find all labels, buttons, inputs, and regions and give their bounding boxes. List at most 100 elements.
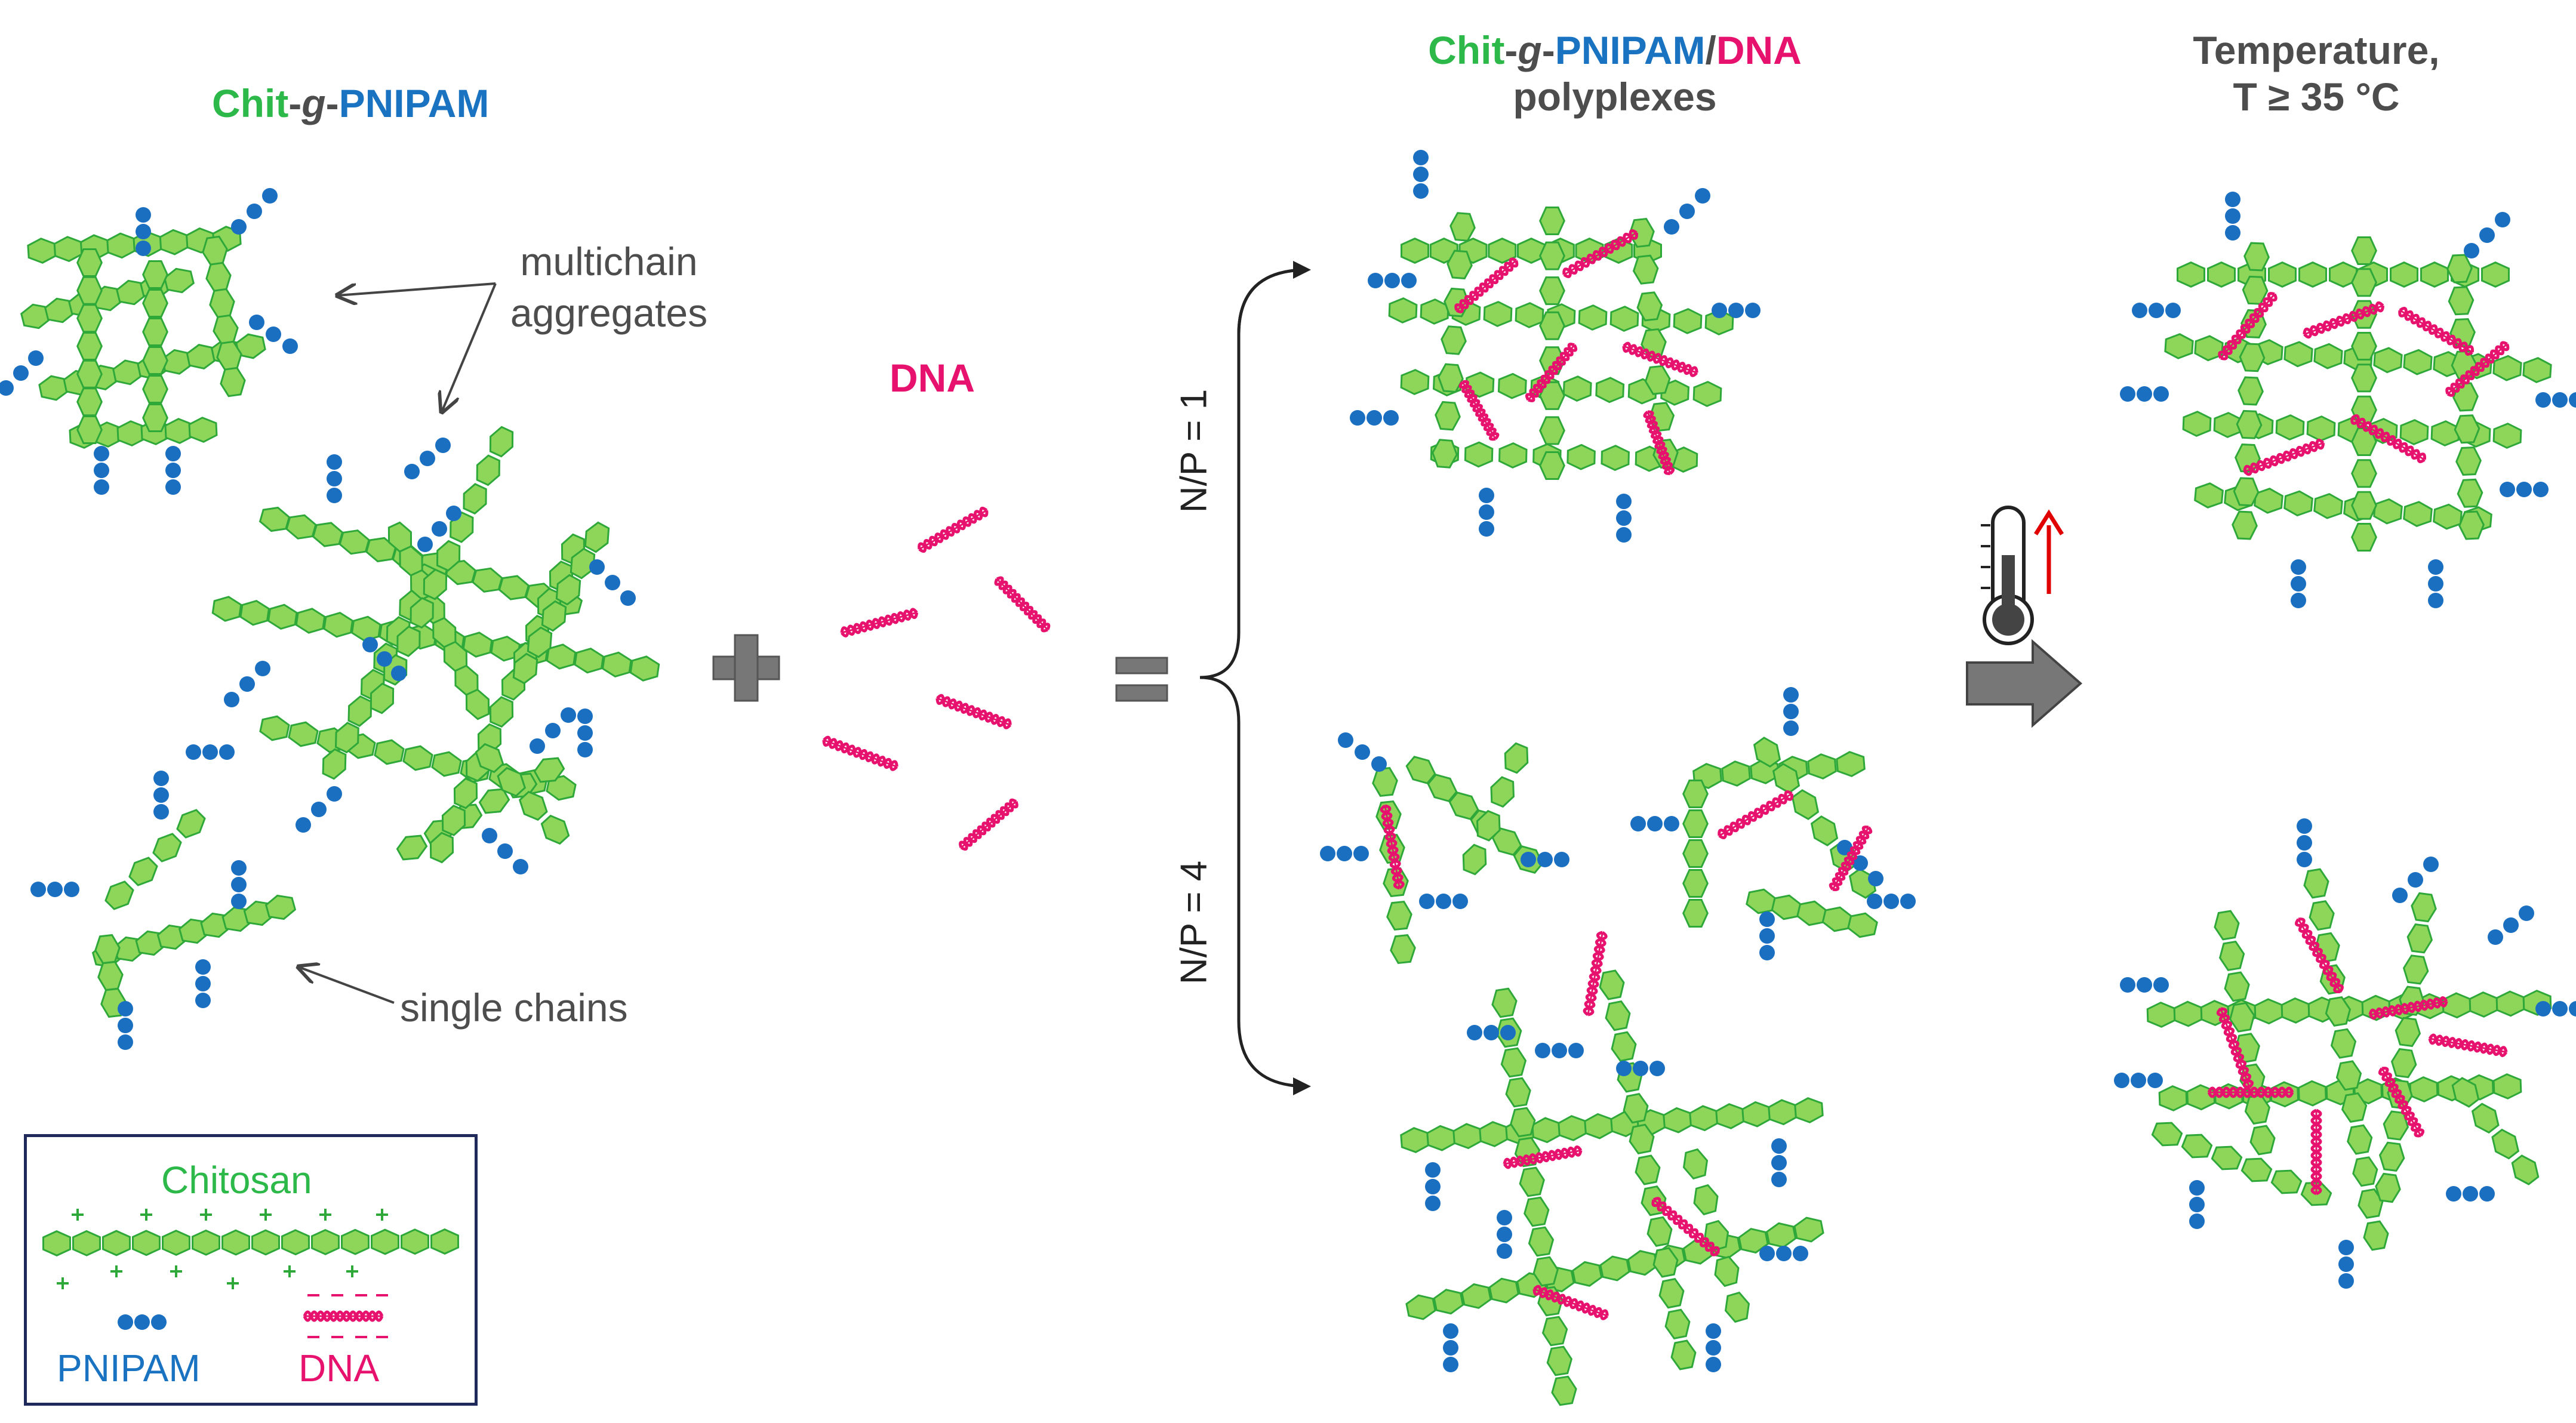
heated-polyplex-np4 bbox=[2114, 818, 2576, 1289]
pnipam-chain bbox=[482, 828, 528, 874]
dna-helix bbox=[1718, 790, 1794, 839]
dna-helix bbox=[840, 608, 919, 637]
chitosan-chain bbox=[2351, 236, 2377, 552]
pnipam-chain bbox=[404, 438, 451, 479]
polyplex-np1 bbox=[1350, 150, 1761, 543]
dna-helix bbox=[2218, 292, 2278, 361]
chitosan-chain bbox=[1432, 212, 1476, 469]
pnipam-chain bbox=[2464, 212, 2510, 258]
dna-label: DNA bbox=[890, 356, 975, 400]
dna-helix bbox=[2350, 414, 2427, 463]
dna-helix bbox=[303, 1310, 384, 1322]
pnipam-chain bbox=[2291, 559, 2306, 608]
dna-helix bbox=[959, 798, 1018, 851]
chitosan-chain bbox=[475, 743, 570, 845]
chitosan-chain bbox=[1462, 742, 1529, 876]
pnipam-chain bbox=[195, 959, 211, 1008]
pnipam-chain bbox=[153, 771, 169, 820]
pnipam-chain bbox=[231, 188, 278, 235]
chitosan-chain bbox=[2451, 1077, 2540, 1185]
free-dna-group bbox=[822, 506, 1051, 851]
legend-negative-charges bbox=[307, 1294, 388, 1338]
dna-helix bbox=[1454, 257, 1519, 313]
pnipam-chain bbox=[2338, 1240, 2354, 1289]
chitosan-chain bbox=[2214, 910, 2276, 1156]
pnipam-chain bbox=[1783, 687, 1799, 736]
legend-chitosan-label: Chitosan bbox=[161, 1159, 312, 1202]
pnipam-chain bbox=[2535, 1001, 2576, 1017]
pnipam-chain bbox=[1419, 894, 1468, 909]
dna-helix bbox=[1525, 343, 1578, 402]
pnipam-chain bbox=[1664, 188, 1710, 235]
chitosan-chain bbox=[1400, 1097, 1824, 1153]
pnipam-chain bbox=[362, 637, 407, 681]
chitosan-chain bbox=[202, 235, 246, 398]
equals-sign bbox=[1115, 657, 1168, 702]
curly-brace bbox=[1199, 261, 1311, 1095]
dna-helix bbox=[918, 506, 989, 553]
pnipam-chain bbox=[2297, 818, 2312, 867]
chitosan-chain bbox=[76, 248, 103, 444]
pnipam-chain bbox=[530, 707, 576, 754]
left-title: Chit-g-PNIPAM bbox=[212, 81, 490, 125]
chitosan-chain bbox=[1599, 969, 1697, 1370]
chitosan-chain bbox=[2182, 411, 2522, 449]
chitosan-chain bbox=[1401, 238, 1662, 264]
pnipam-chain bbox=[231, 860, 247, 909]
chitosan-chain bbox=[1491, 987, 1577, 1406]
pnipam-chain bbox=[1712, 303, 1761, 318]
dna-helix bbox=[2243, 438, 2325, 476]
pnipam-chain bbox=[0, 350, 44, 396]
pnipam-chain bbox=[224, 661, 270, 707]
dna-helix bbox=[2428, 1033, 2508, 1058]
legend-pnipam-label: PNIPAM bbox=[57, 1347, 201, 1390]
legend-graphics bbox=[42, 1209, 460, 1338]
pnipam-chain bbox=[1368, 273, 1417, 288]
right-title-line2: T ≥ 35 °C bbox=[2233, 75, 2400, 119]
pnipam-chain bbox=[2500, 482, 2549, 497]
pnipam-chain bbox=[2132, 303, 2181, 318]
pnipam-chain bbox=[2535, 392, 2576, 408]
chitosan-chain bbox=[512, 521, 610, 685]
single-chains-group bbox=[30, 771, 297, 1050]
pnipam-chain bbox=[2392, 857, 2439, 903]
pnipam-chain bbox=[1467, 1025, 1516, 1040]
pnipam-chain bbox=[1521, 852, 1569, 867]
pnipam-chain bbox=[1443, 1323, 1458, 1372]
dna-helix bbox=[1380, 804, 1405, 890]
polyplex-np4-fragment-right bbox=[1630, 687, 1916, 960]
pnipam-chain bbox=[296, 786, 342, 833]
thermometer-icon bbox=[1981, 506, 2034, 645]
chitosan-chain bbox=[1539, 207, 1565, 480]
pnipam-chain bbox=[30, 882, 79, 897]
pnipam-chain bbox=[327, 454, 342, 503]
pnipam-chain bbox=[2225, 192, 2240, 241]
polyplex-np4-network bbox=[1400, 931, 1824, 1406]
pnipam-chain bbox=[589, 559, 636, 606]
pnipam-chain bbox=[118, 1314, 167, 1330]
legend-positive-charges bbox=[57, 1209, 388, 1289]
pnipam-chain bbox=[94, 446, 109, 495]
chitosan-chain bbox=[2151, 1122, 2332, 1206]
pnipam-chain bbox=[118, 1001, 133, 1050]
dna-helix bbox=[2310, 1108, 2322, 1196]
dna-helix bbox=[2368, 996, 2448, 1020]
dna-helix bbox=[1532, 1285, 1609, 1320]
dna-helix bbox=[1622, 341, 1698, 377]
dna-helix bbox=[2398, 307, 2475, 356]
pnipam-chain bbox=[1413, 150, 1429, 199]
single-chains-label: single chains bbox=[400, 985, 628, 1030]
pnipam-chain bbox=[249, 315, 298, 354]
dna-helix bbox=[1643, 410, 1675, 475]
pnipam-chain bbox=[136, 207, 151, 256]
pnipam-chain bbox=[417, 506, 461, 552]
dna-helix bbox=[2303, 301, 2385, 339]
illustration-layer bbox=[0, 150, 2576, 1406]
temperature-increase-arrow-icon bbox=[2034, 509, 2064, 594]
pnipam-chain bbox=[165, 446, 181, 495]
legend-box bbox=[24, 1134, 478, 1406]
chitosan-chain bbox=[2194, 482, 2492, 532]
multichain-aggregate-small bbox=[0, 188, 298, 495]
dna-helix bbox=[1458, 380, 1500, 441]
